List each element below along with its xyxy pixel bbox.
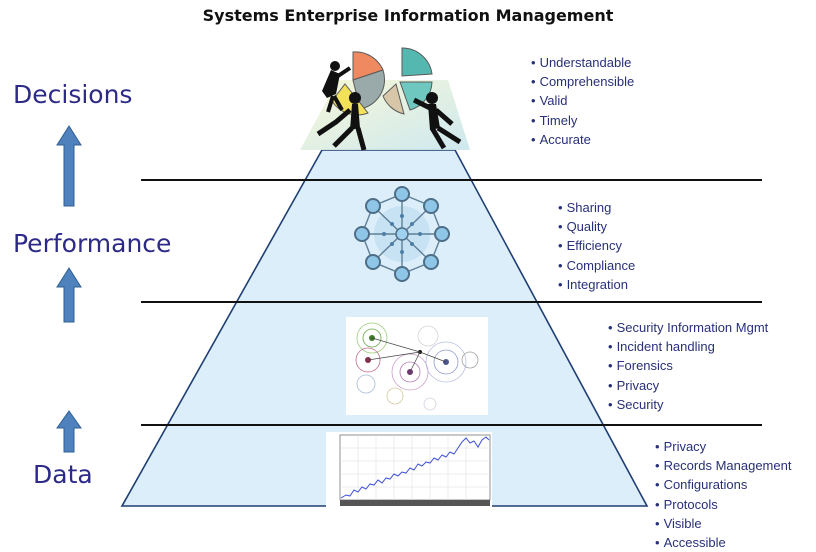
arrow-up-icon [56,410,82,453]
bullet-item: Comprehensible [531,72,635,91]
line-chart-icon [326,432,492,508]
bullet-item: Visible [655,514,791,533]
bullet-item: Security Information Mgmt [608,318,769,337]
arrow-up-icon [56,125,82,207]
bullet-item: Efficiency [558,236,635,255]
bullet-item: Privacy [608,376,768,395]
level-label-performance: Performance [13,229,172,258]
performance-bullet-list: Sharing Quality Efficiency Compliance In… [558,198,636,294]
security-bullet-list: Security Information Mgmt Incident handl… [608,318,769,414]
bullet-item: Protocols [655,495,791,514]
arrow-up-icon [56,267,82,323]
bullet-item: Compliance [558,256,636,275]
bullet-item: Configurations [655,475,791,494]
data-bullet-list: Privacy Records Management Configuration… [655,437,792,552]
bullet-item: Forensics [608,356,768,375]
bullet-item: Accurate [531,130,634,149]
decisions-bullet-list: Understandable Comprehensible Valid Time… [531,53,635,149]
level-label-data: Data [33,460,93,489]
pie-chart-puzzle-icon [300,47,470,151]
page-title: Systems Enterprise Information Managemen… [202,6,614,25]
bullet-item: Privacy [655,437,791,456]
level-label-decisions: Decisions [13,80,133,109]
bullet-item: Valid [531,91,634,110]
cluster-graph-icon [346,317,488,415]
bullet-item: Records Management [655,456,792,475]
bullet-item: Integration [558,275,635,294]
bullet-item: Accessible [655,533,791,552]
network-hub-icon [354,186,450,282]
bullet-item: Understandable [531,53,634,72]
bullet-item: Quality [558,217,635,236]
bullet-item: Security [608,395,768,414]
bullet-item: Sharing [558,198,635,217]
bullet-item: Incident handling [608,337,768,356]
bullet-item: Timely [531,111,634,130]
